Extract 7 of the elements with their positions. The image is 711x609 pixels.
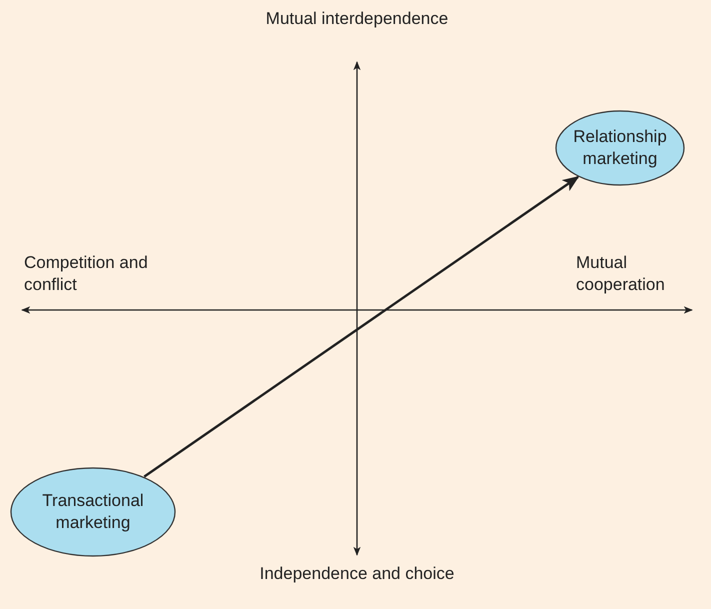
- node-label: Transactional marketing: [41, 490, 145, 534]
- axis-label: Independence and choice: [258, 563, 456, 585]
- arrow: [144, 176, 580, 478]
- node-label: Relationship marketing: [572, 126, 668, 170]
- axis-label: Mutual cooperation: [576, 252, 666, 296]
- axis-label: Competition and conflict: [24, 252, 149, 296]
- axis-label: Mutual interdependence: [264, 8, 450, 30]
